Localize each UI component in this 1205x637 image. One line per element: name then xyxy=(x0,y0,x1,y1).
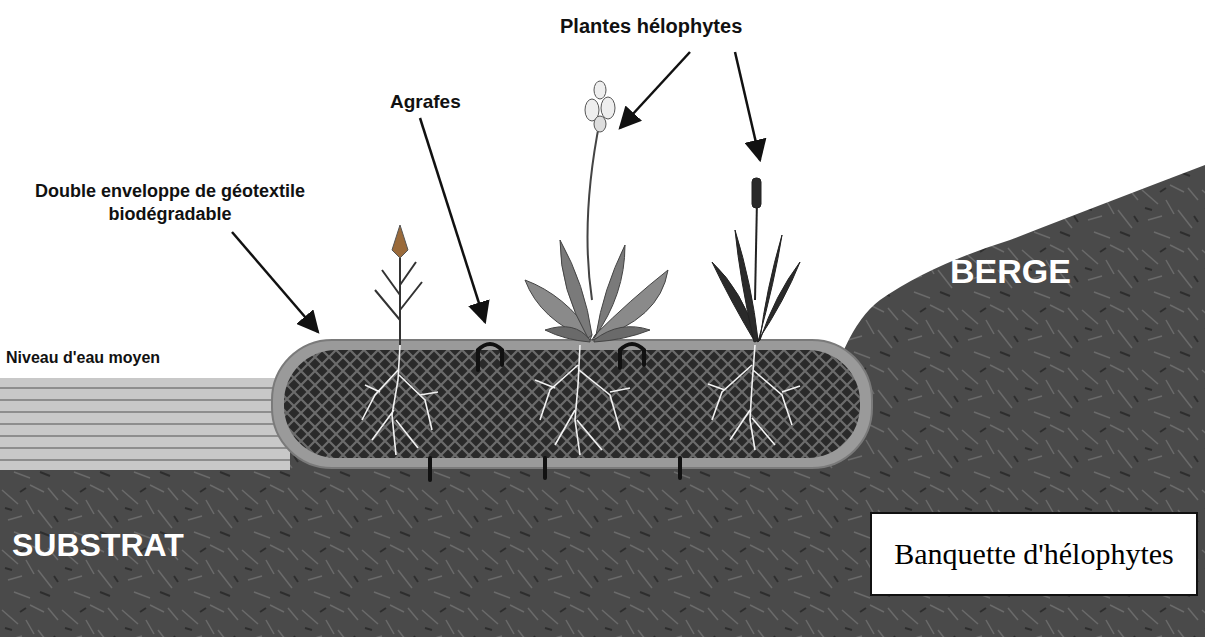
bank xyxy=(820,165,1205,637)
caption-text: Banquette d'hélophytes xyxy=(894,537,1174,571)
bank-label: BERGE xyxy=(950,250,1071,293)
staples-label: Agrafes xyxy=(390,90,461,114)
water-lines xyxy=(0,388,290,460)
helophyte-plant xyxy=(375,225,422,345)
leader-arrows xyxy=(232,52,760,332)
helophyte-plant xyxy=(712,178,800,342)
water xyxy=(0,378,290,470)
helophyte-plant xyxy=(525,81,668,342)
plant-label: Plantes hélophytes xyxy=(560,14,742,39)
staples xyxy=(430,344,680,480)
geotextile-envelope xyxy=(272,340,872,468)
substrate-label: SUBSTRAT xyxy=(12,525,184,565)
caption-box: Banquette d'hélophytes xyxy=(870,512,1198,596)
geotextile-label: Double enveloppe de géotextile biodégrad… xyxy=(20,180,320,225)
roots xyxy=(362,345,800,455)
water-level-label: Niveau d'eau moyen xyxy=(6,348,160,368)
